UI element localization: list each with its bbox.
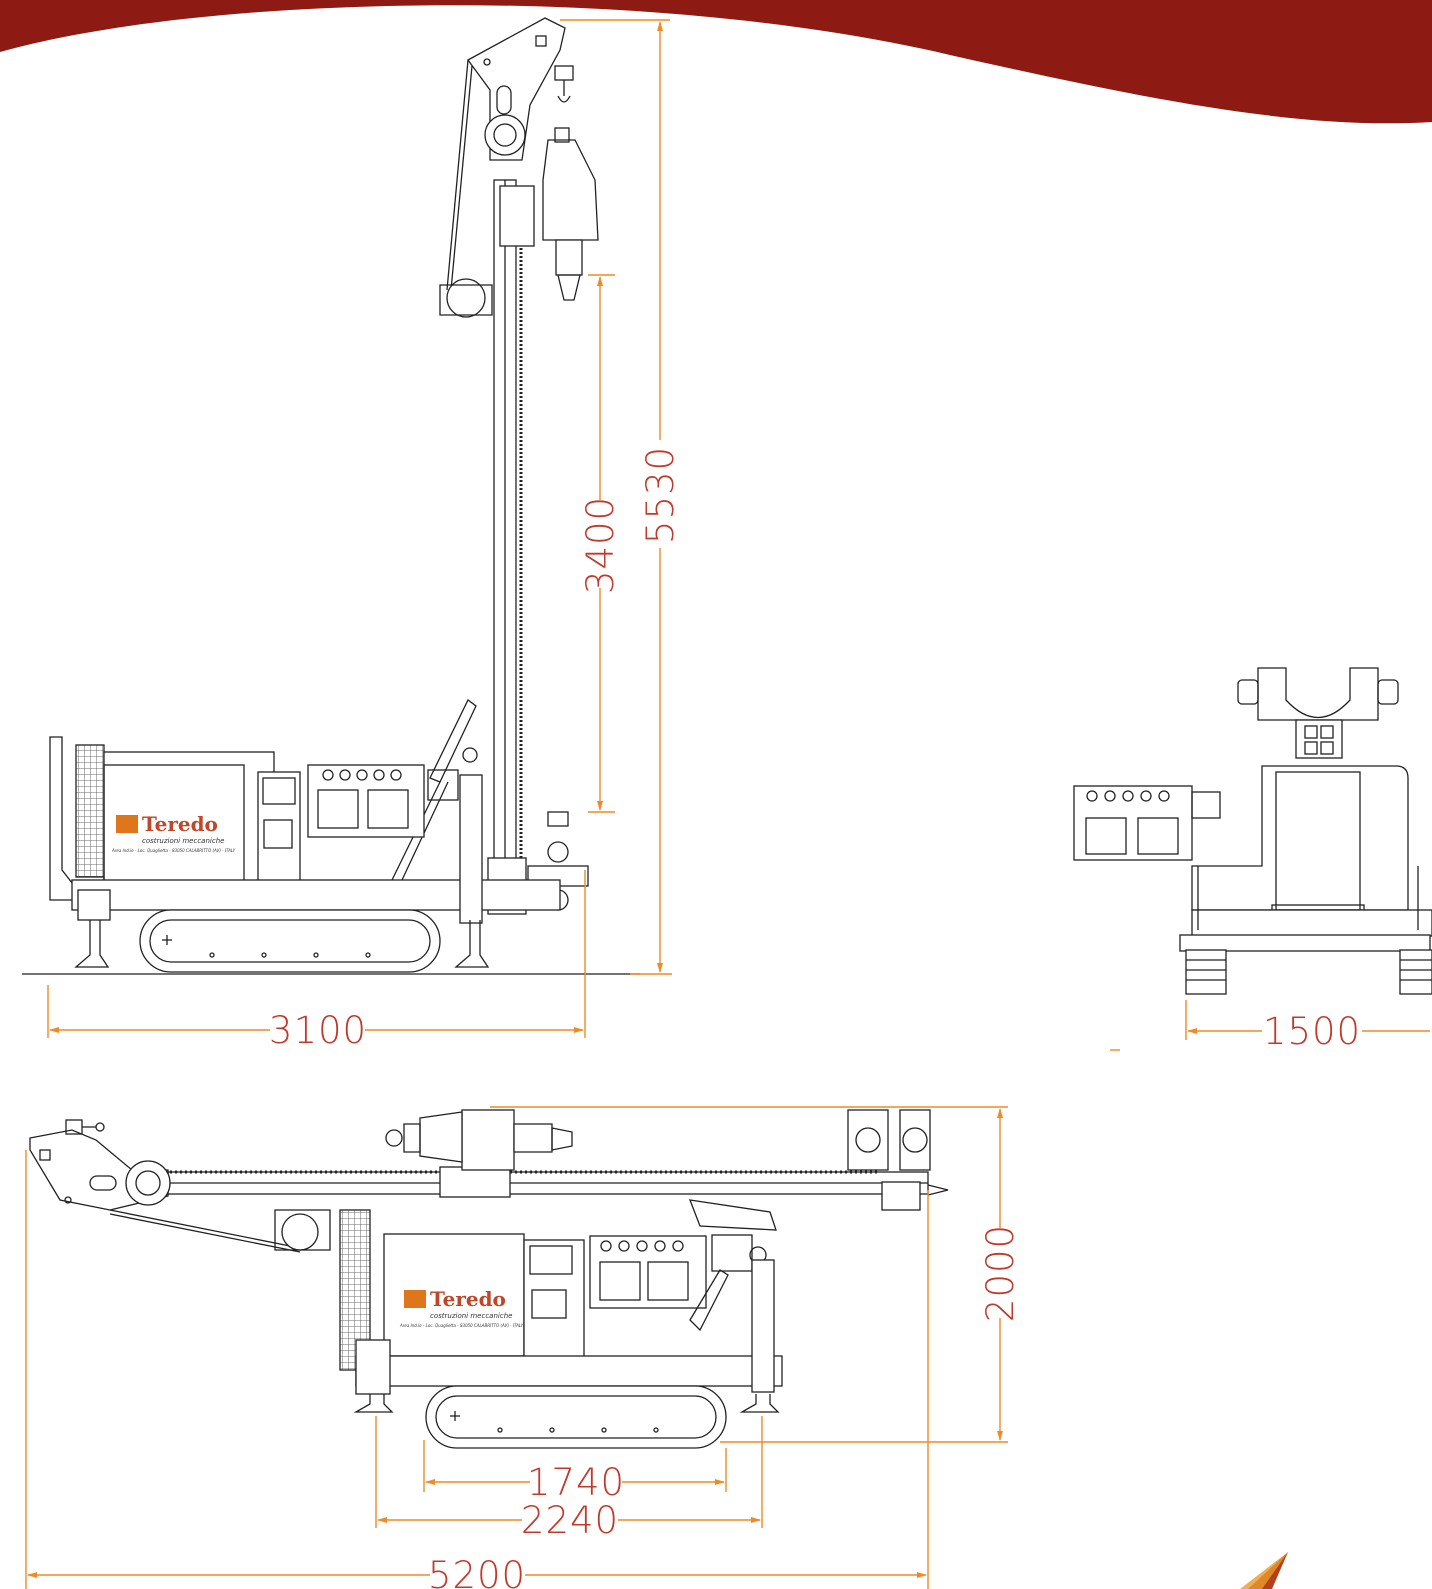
- header-banner: [0, 0, 1432, 124]
- side-view-dimensions: [47, 19, 672, 1038]
- dim-2000: 2000: [979, 1224, 1022, 1322]
- dim-5530: 5530: [639, 446, 682, 544]
- dim-3100: 3100: [269, 1009, 367, 1052]
- front-view-dimensions: [1110, 1000, 1430, 1051]
- brand-name: Teredo: [142, 812, 218, 836]
- transport-view: [29, 1109, 949, 1449]
- side-view: [22, 17, 640, 975]
- dim-2240: 2240: [521, 1499, 619, 1542]
- brand-address: Area Ind.le - Loc. Quaglietta - 83050 CA…: [111, 848, 236, 853]
- front-view: [1073, 667, 1432, 995]
- brand-tagline: costruzioni meccaniche: [430, 1312, 512, 1320]
- brand-address: Area Ind.le - Loc. Quaglietta - 83050 CA…: [399, 1323, 524, 1328]
- dim-1500: 1500: [1263, 1010, 1361, 1053]
- side-view-brand: Teredo costruzioni meccaniche Area Ind.l…: [111, 812, 236, 853]
- dim-3400: 3400: [579, 496, 622, 594]
- brand-tagline: costruzioni meccaniche: [142, 837, 224, 845]
- dim-1740: 1740: [527, 1461, 625, 1504]
- transport-view-brand: Teredo costruzioni meccaniche Area Ind.l…: [399, 1287, 524, 1328]
- brand-name: Teredo: [430, 1287, 506, 1311]
- dim-5200: 5200: [428, 1554, 526, 1589]
- transport-view-dimensions: [25, 1106, 1008, 1589]
